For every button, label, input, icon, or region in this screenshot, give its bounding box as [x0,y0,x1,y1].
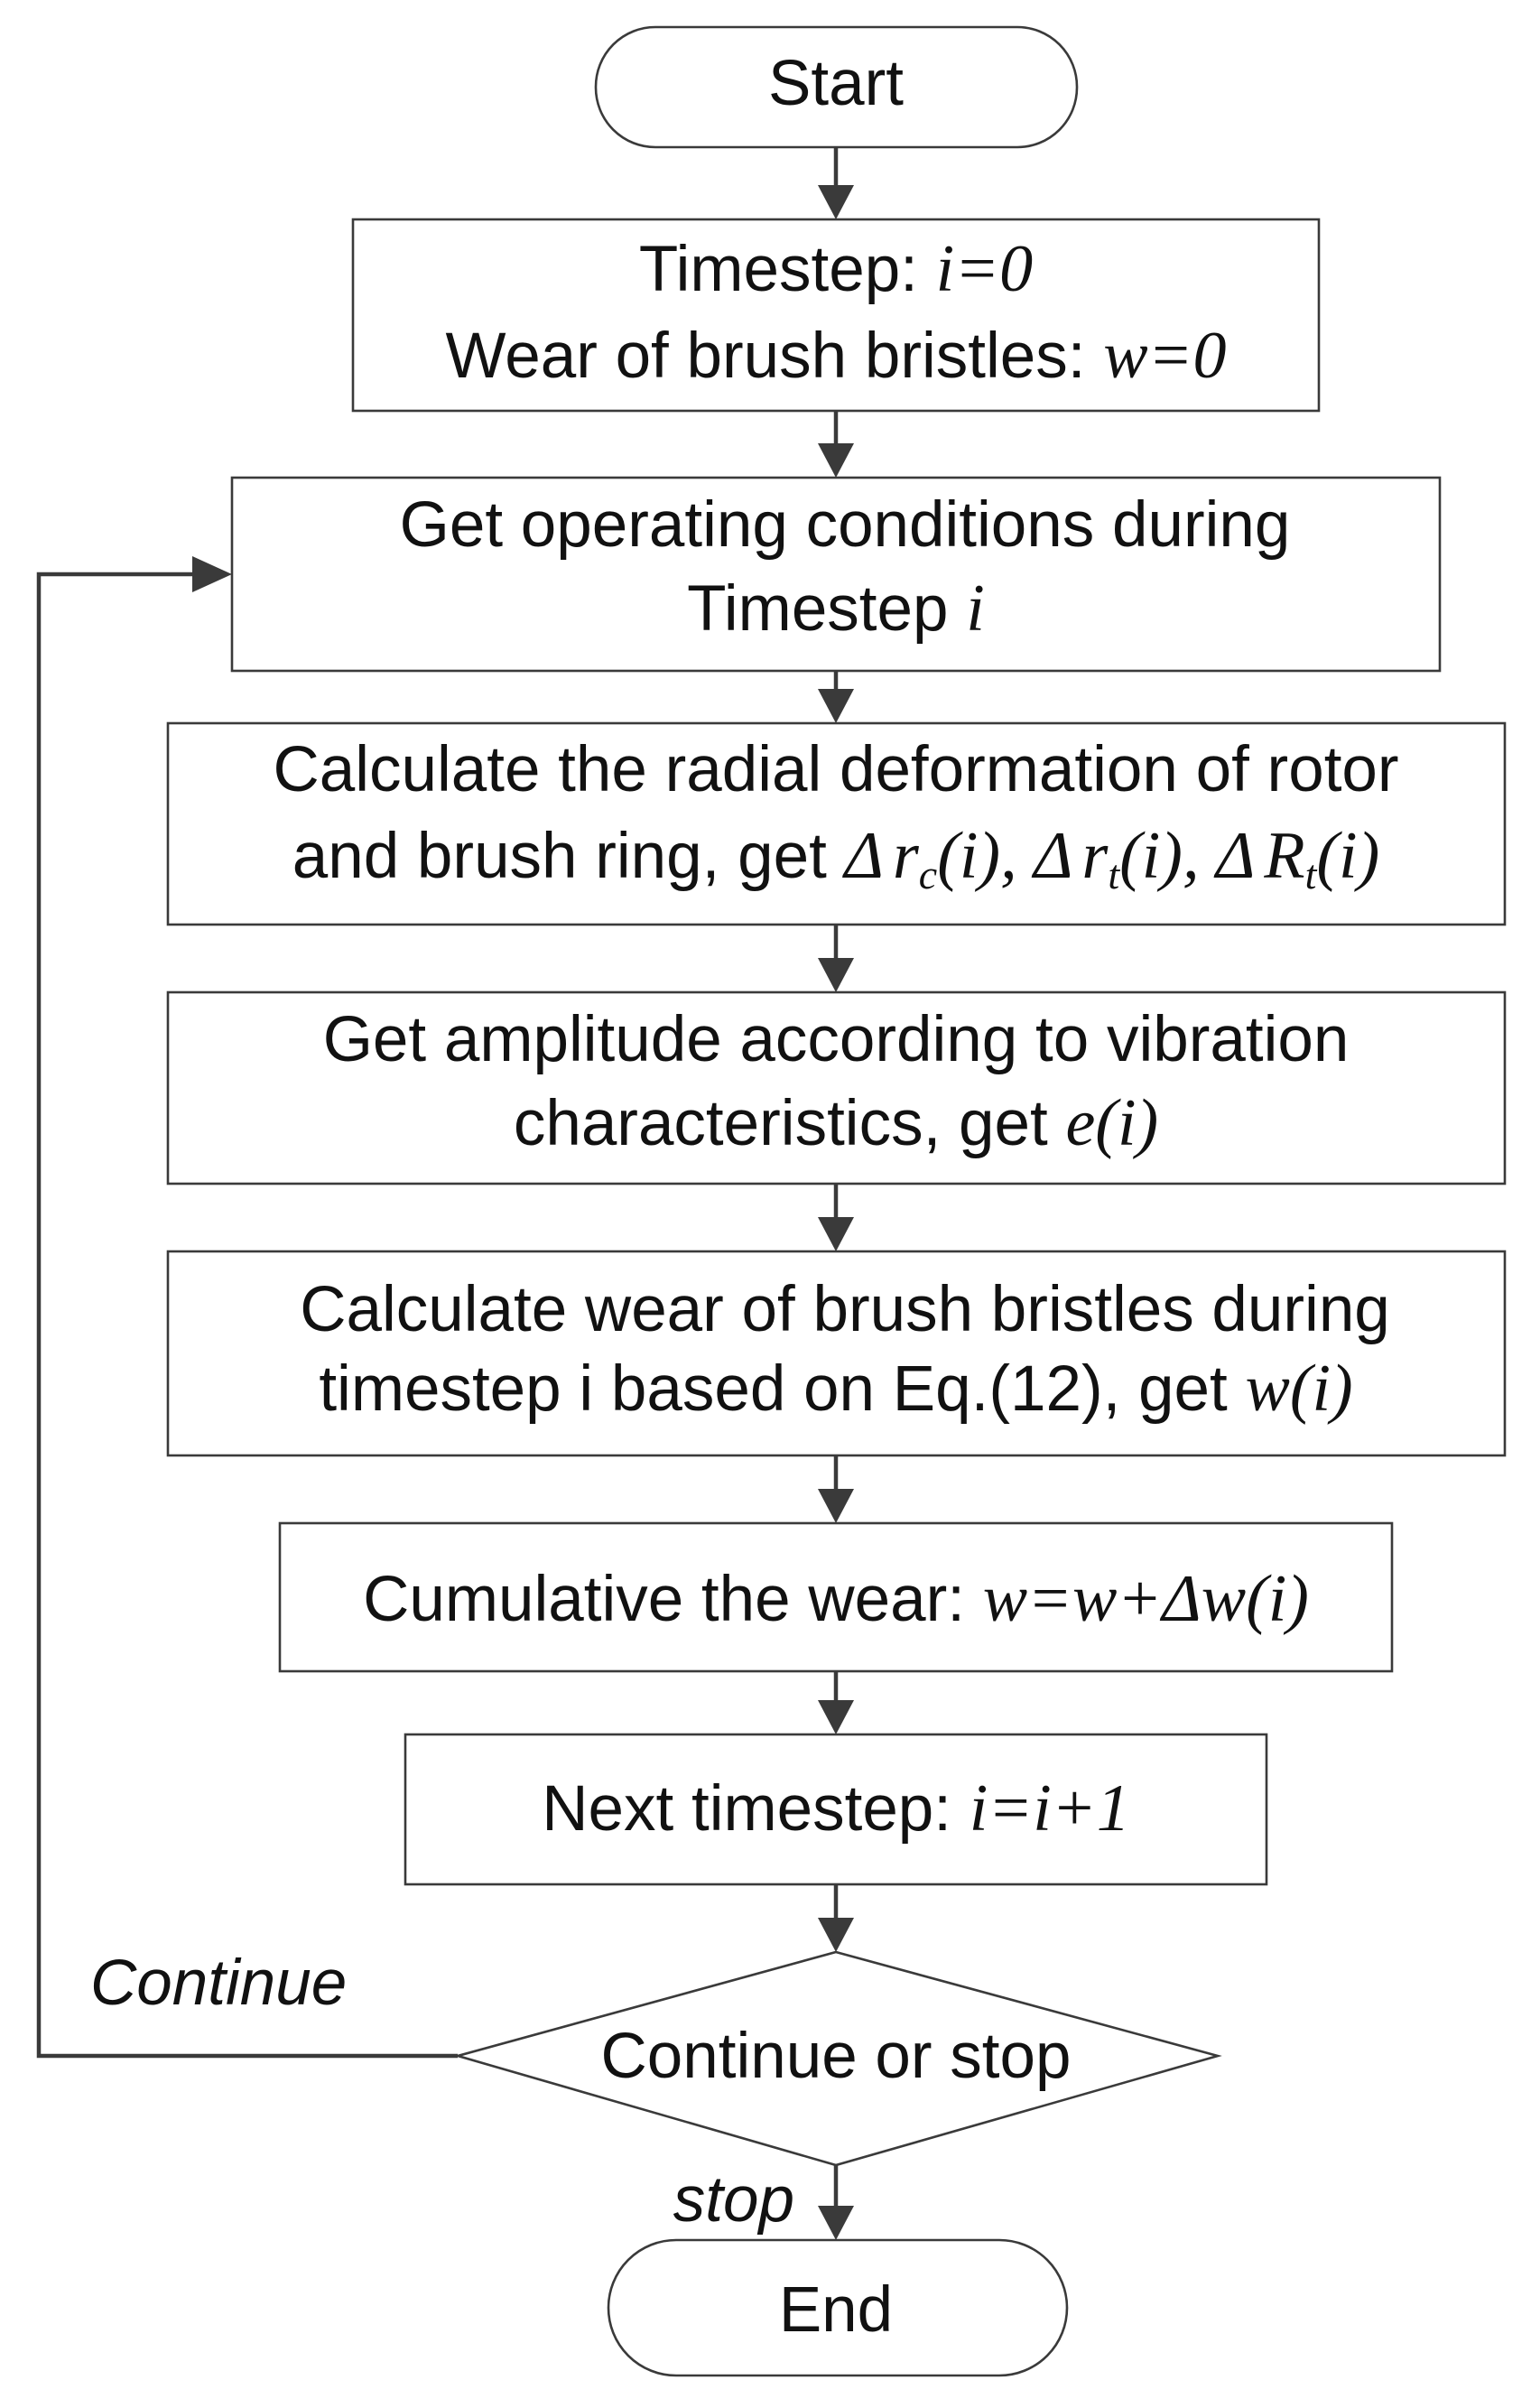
decision-diamond [453,1950,1222,2167]
continue-edge-label: Continue [90,1948,347,2019]
amplitude-node: Get amplitude according to vibration cha… [166,990,1507,1185]
next-timestep-line: Next timestep: i=i+1 [542,1771,1130,1846]
end-label: End [779,2274,893,2346]
amplitude-line-2: characteristics, get e(i) [514,1086,1158,1160]
wear-line-1: Calculate wear of brush bristles during [300,1274,1390,1345]
arrowhead-decision-to-end [818,2206,854,2240]
init-line-2-text: Wear of brush bristles: [446,321,1104,392]
wear-line-2-math: w(i) [1245,1352,1352,1426]
decision-label: Continue or stop [601,2021,1072,2092]
radial-math-sub-3: t [1305,851,1318,897]
arrowhead-wear-to-cumulative [818,1489,854,1523]
decision-node: Continue or stop [453,1950,1222,2167]
arrowhead-continue-loop [192,556,232,592]
stop-edge-label: stop [673,2164,794,2236]
radial-math-sub-1: c [919,851,937,897]
radial-line-1: Calculate the radial deformation of roto… [273,734,1398,805]
arrowhead-amplitude-to-wear [818,1217,854,1251]
next-timestep-math: i=i+1 [970,1771,1130,1846]
arrowhead-next-to-decision [818,1918,854,1952]
amplitude-line-1: Get amplitude according to vibration [323,1004,1350,1075]
start-node: Start [594,25,1079,149]
radial-math-arg-2: (i), [1119,819,1216,893]
wear-line-2: timestep i based on Eq.(12), get w(i) [319,1352,1352,1426]
amplitude-box [166,990,1507,1185]
radial-math-r-1: r [893,819,920,893]
init-node: Timestep: i=0 Wear of brush bristles: w=… [351,218,1321,413]
cumulative-math: w=w+Δw(i) [983,1562,1309,1636]
radial-math-arg-3: (i) [1316,819,1379,893]
cumulative-line: Cumulative the wear: w=w+Δw(i) [363,1562,1309,1636]
get-conditions-line-2: Timestep i [687,572,985,646]
next-timestep-node: Next timestep: i=i+1 [404,1733,1268,1886]
radial-math-delta-2: Δ [1031,819,1072,893]
start-label: Start [768,48,904,119]
radial-deformation-box [166,721,1507,926]
get-conditions-line-2-text: Timestep [687,573,966,645]
cumulative-text: Cumulative the wear: [363,1564,983,1635]
get-conditions-line-1: Get operating conditions during [400,489,1291,561]
wear-line-2-text: timestep i based on Eq.(12), get [319,1353,1245,1425]
next-timestep-text: Next timestep: [542,1773,970,1845]
init-line-2-math: w=0 [1103,319,1226,393]
radial-math-delta-1: Δ [842,819,884,893]
init-line-2: Wear of brush bristles: w=0 [446,319,1227,393]
end-node: End [607,2238,1069,2377]
init-box [351,218,1321,413]
radial-math-r-2: r [1082,819,1109,893]
cumulative-node: Cumulative the wear: w=w+Δw(i) [278,1521,1394,1673]
arrowhead-radial-to-amplitude [818,958,854,992]
radial-math-sub-2: t [1108,851,1120,897]
end-terminator [607,2238,1069,2377]
arrowhead-cumulative-to-next [818,1700,854,1734]
connectors [36,147,854,2240]
get-conditions-line-2-math: i [966,572,985,646]
radial-line-2-text: and brush ring, get [292,821,845,892]
init-line-1-text: Timestep: [639,234,936,305]
get-conditions-node: Get operating conditions during Timestep… [230,476,1442,673]
init-line-1: Timestep: i=0 [639,232,1033,306]
wear-node: Calculate wear of brush bristles during … [166,1250,1507,1457]
edge-continue-loop [36,572,458,2059]
get-conditions-box [230,476,1442,673]
arrowhead-conditions-to-radial [818,689,854,723]
amplitude-line-2-math: e(i) [1065,1086,1158,1160]
radial-math-arg-1: (i), [937,819,1034,893]
arrowhead-start-to-init [818,185,854,219]
init-line-1-math: i=0 [936,232,1034,306]
radial-deformation-node: Calculate the radial deformation of roto… [166,721,1507,926]
arrowhead-init-to-conditions [818,443,854,478]
start-terminator [594,25,1079,149]
radial-math-delta-3: Δ [1213,819,1255,893]
radial-math-r-3: R [1263,819,1304,893]
wear-box [166,1250,1507,1457]
cumulative-box [278,1521,1394,1673]
next-timestep-box [404,1733,1268,1886]
amplitude-line-2-text: characteristics, get [514,1088,1066,1159]
